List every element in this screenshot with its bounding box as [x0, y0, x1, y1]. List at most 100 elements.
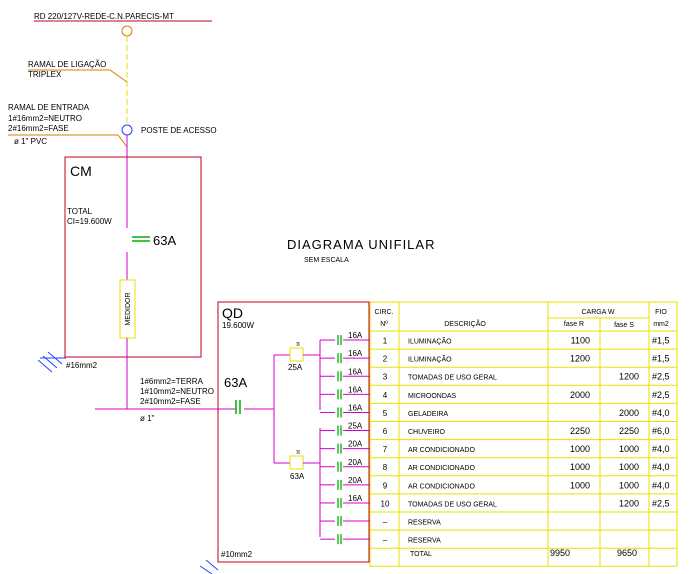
header-fio: FIO	[655, 309, 667, 316]
circuit-description: AR CONDICIONADO	[408, 483, 475, 490]
diagram-title: DIAGRAMA UNIFILAR	[287, 237, 435, 252]
breaker-rating: 25A	[348, 422, 363, 431]
circuit-breaker: 16A	[320, 385, 370, 400]
load-fase-r: 2250	[570, 426, 590, 436]
cm-breaker-rating: 63A	[153, 233, 176, 248]
load-fase-s: 1000	[619, 462, 639, 472]
ramal-entrada-conduit: ø 1" PVC	[14, 137, 47, 146]
circuit-breaker	[320, 516, 370, 527]
load-fase-s: 2250	[619, 426, 639, 436]
circuit-description: AR CONDICIONADO	[408, 447, 475, 454]
breaker-rating: 16A	[348, 349, 363, 358]
load-fase-r: 1000	[570, 444, 590, 454]
circuit-breaker: 20A	[320, 440, 370, 454]
header-circ-no: Nº	[380, 321, 388, 328]
circuit-number: –	[383, 536, 388, 545]
load-fase-s: 1200	[619, 498, 639, 508]
circuit-breaker: 16A	[320, 331, 370, 346]
breaker-rating: 20A	[348, 476, 363, 485]
wire-gauge: #4,0	[652, 480, 670, 490]
load-fase-r: 1100	[571, 336, 590, 346]
header-fio-unit: mm2	[653, 321, 669, 328]
wire-gauge: #4,0	[652, 408, 670, 418]
load-fase-s: 1000	[619, 480, 639, 490]
load-table-grid	[369, 301, 678, 567]
circuit-description: RESERVA	[408, 538, 441, 545]
ramal-entrada-label: RAMAL DE ENTRADA	[8, 103, 90, 112]
ramal-entrada-neutral: 1#16mm2=NEUTRO	[8, 114, 82, 123]
dr-top-device	[289, 347, 304, 362]
circuit-breaker: 16A	[320, 403, 370, 418]
qd-box	[217, 301, 370, 563]
cm-total-label: TOTAL	[67, 207, 93, 216]
dr-bottom-rating: 63A	[290, 472, 305, 481]
ramal-ligacao-leader	[28, 69, 128, 83]
ramal-entrada-leader	[8, 134, 128, 148]
table-row: 1 ILUMINAÇÃO 1100 #1,5	[383, 336, 670, 346]
table-row: –RESERVA	[383, 518, 441, 527]
breaker-rating: 16A	[348, 367, 363, 376]
feeder-neutro: 1#10mm2=NEUTRO	[140, 387, 214, 396]
header-description: DESCRIÇÃO	[444, 319, 486, 328]
circuit-number: 10	[381, 499, 390, 508]
wire-gauge: #1,5	[652, 354, 670, 364]
circuit-description: MICROONDAS	[408, 393, 457, 400]
circuit-number: 4	[383, 391, 388, 400]
feeder-terra: 1#6mm2=TERRA	[140, 377, 204, 386]
dr-bottom-mark: π	[296, 450, 300, 456]
circuit-breakers: 16A 16A 16A 16A 16A 25A 20A 20A 20A 16A	[320, 331, 370, 545]
qd-label: QD	[222, 305, 243, 321]
header-carga: CARGA W	[581, 309, 614, 316]
circuit-description: RESERVA	[408, 520, 441, 527]
feeder-fase: 2#10mm2=FASE	[140, 397, 201, 406]
cm-box	[64, 156, 202, 358]
circuit-description: ILUMINAÇÃO	[408, 337, 452, 346]
breaker-rating: 20A	[348, 458, 363, 467]
circuit-number: 9	[383, 481, 388, 490]
circuit-breaker: 25A	[320, 422, 370, 436]
load-fase-s: 1000	[619, 444, 639, 454]
circuit-breaker: 20A	[320, 476, 370, 490]
breaker-rating: 20A	[348, 440, 363, 449]
total-label: TOTAL	[410, 551, 432, 558]
circuit-breaker: 16A	[320, 494, 370, 508]
circuit-breaker: 20A	[320, 458, 370, 472]
load-fase-s: 1200	[619, 372, 639, 382]
circuit-number: 2	[383, 355, 388, 364]
total-fase-s: 9650	[617, 548, 637, 558]
circuit-description: AR CONDICIONADO	[408, 465, 475, 472]
circuit-description: TOMADAS DE USO GERAL	[408, 375, 497, 382]
header-fase-s: fase S	[614, 322, 634, 329]
circuit-number: 6	[383, 427, 388, 436]
qd-ground-label: #10mm2	[221, 550, 253, 559]
circuit-description: ILUMINAÇÃO	[408, 355, 452, 364]
wire-gauge: #2,5	[652, 372, 670, 382]
meter-label: MEDIDOR	[125, 292, 132, 325]
wire-gauge: #4,0	[652, 444, 670, 454]
breaker-rating: 16A	[348, 331, 363, 340]
circuit-breaker: 16A	[320, 349, 370, 364]
total-fase-r: 9950	[550, 548, 570, 558]
breaker-rating: 16A	[348, 403, 363, 412]
cm-ground-symbol	[37, 351, 66, 373]
qd-main-breaker-rating: 63A	[224, 375, 247, 390]
poste-label: POSTE DE ACESSO	[141, 126, 217, 135]
circuit-number: 1	[383, 337, 388, 346]
wire-gauge: #1,5	[652, 336, 670, 346]
load-fase-r: 2000	[570, 390, 590, 400]
circuit-breaker: 16A	[320, 367, 370, 382]
cm-total-value: CI=19.600W	[67, 217, 112, 226]
circuit-description: TOMADAS DE USO GERAL	[408, 501, 497, 508]
breaker-rating: 16A	[348, 385, 363, 394]
header-circ: CIRC.	[374, 309, 393, 316]
wire-gauge: #2,5	[652, 390, 670, 400]
circuit-number: 8	[383, 463, 388, 472]
